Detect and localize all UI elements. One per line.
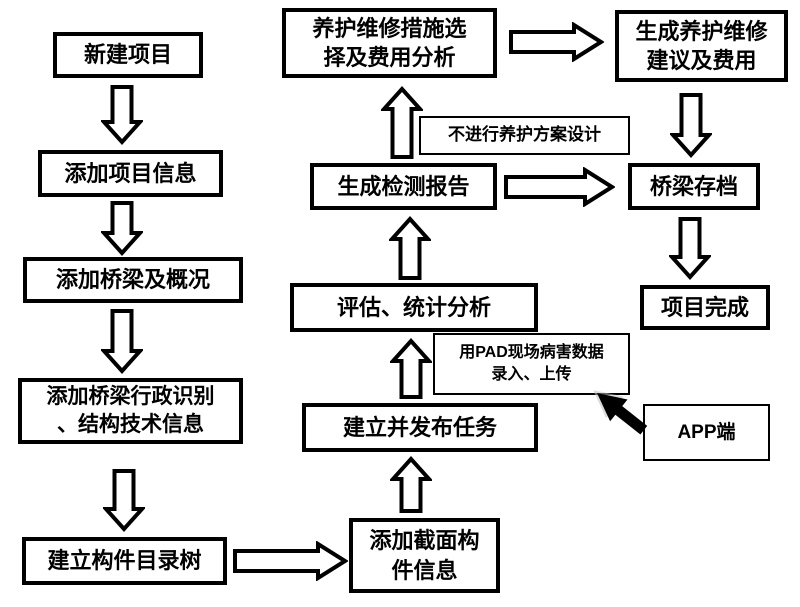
- node-project-complete: 项目完成: [640, 285, 770, 330]
- node-build-component-tree: 建立构件目录树: [22, 537, 227, 585]
- node-new-project: 新建项目: [53, 32, 203, 78]
- node-maintenance-selection-line2: 择及费用分析: [323, 45, 456, 70]
- label-pad-upload-line1: 用PAD现场病害数据: [459, 344, 604, 362]
- arrow-section-info-to-publish-task: [390, 456, 432, 514]
- node-maintenance-suggestion-line2: 建议及费用: [646, 48, 757, 73]
- node-add-bridge-admin-line1: 添加桥梁行政识别: [46, 385, 215, 409]
- node-new-project-label: 新建项目: [83, 42, 172, 68]
- node-maintenance-suggestion-line1: 生成养护维修: [635, 18, 768, 44]
- arrow-bridge-archive-to-project-complete: [669, 216, 711, 280]
- node-publish-task-label: 建立并发布任务: [342, 414, 497, 440]
- node-add-bridge-admin-line2: 、结构技术信息: [57, 413, 204, 436]
- arrow-bridge-admin-to-component-tree: [103, 468, 145, 532]
- node-project-complete-label: 项目完成: [660, 294, 749, 320]
- cursor-arrow-body: [597, 393, 648, 435]
- node-report-label: 生成检测报告: [337, 173, 470, 199]
- node-evaluation: 评估、统计分析: [290, 283, 538, 332]
- node-maintenance-selection-line1: 养护维修措施选: [312, 15, 467, 41]
- node-add-bridge-admin: 添加桥梁行政识别 、结构技术信息: [18, 378, 243, 444]
- arrow-maintenance-selection-to-suggestion: [508, 22, 604, 62]
- node-add-section-info-line1: 添加截面构: [369, 528, 480, 554]
- node-build-component-tree-label: 建立构件目录树: [47, 548, 202, 574]
- label-pad-upload-line2: 录入、上传: [491, 366, 572, 383]
- arrow-new-project-to-add-project-info: [101, 84, 143, 145]
- node-bridge-archive-label: 桥梁存档: [649, 173, 738, 199]
- node-bridge-archive: 桥梁存档: [628, 163, 760, 210]
- node-add-bridge-overview-label: 添加桥梁及概况: [55, 267, 210, 293]
- node-maintenance-suggestion: 生成养护维修 建议及费用: [615, 10, 788, 82]
- cursor-arrow-icon: [594, 390, 648, 435]
- label-app-side-text: APP端: [677, 421, 736, 443]
- node-add-bridge-overview: 添加桥梁及概况: [23, 257, 243, 303]
- node-add-section-info: 添加截面构 件信息: [349, 518, 500, 593]
- label-app-side: APP端: [643, 404, 770, 461]
- arrow-evaluation-to-report: [389, 216, 431, 281]
- arrow-report-to-maintenance-selection: [381, 86, 423, 160]
- node-publish-task: 建立并发布任务: [302, 403, 538, 452]
- arrow-suggestion-to-bridge-archive: [670, 92, 712, 158]
- arrow-report-to-bridge-archive: [503, 167, 615, 207]
- arrow-publish-task-to-evaluation: [390, 338, 432, 400]
- node-maintenance-selection: 养护维修措施选 择及费用分析: [282, 8, 497, 78]
- node-add-project-info: 添加项目信息: [38, 150, 223, 197]
- label-pad-upload: 用PAD现场病害数据 录入、上传: [433, 333, 630, 395]
- node-evaluation-label: 评估、统计分析: [336, 294, 491, 320]
- node-report: 生成检测报告: [310, 163, 497, 210]
- arrow-bridge-overview-to-bridge-admin: [101, 308, 143, 374]
- label-no-plan-design: 不进行养护方案设计: [419, 116, 630, 155]
- node-add-section-info-line2: 件信息: [391, 557, 458, 583]
- arrow-component-tree-to-section-info: [232, 541, 348, 581]
- node-add-project-info-label: 添加项目信息: [64, 160, 197, 186]
- label-no-plan-design-text: 不进行养护方案设计: [448, 125, 601, 145]
- arrow-add-project-info-to-bridge-overview: [101, 200, 143, 256]
